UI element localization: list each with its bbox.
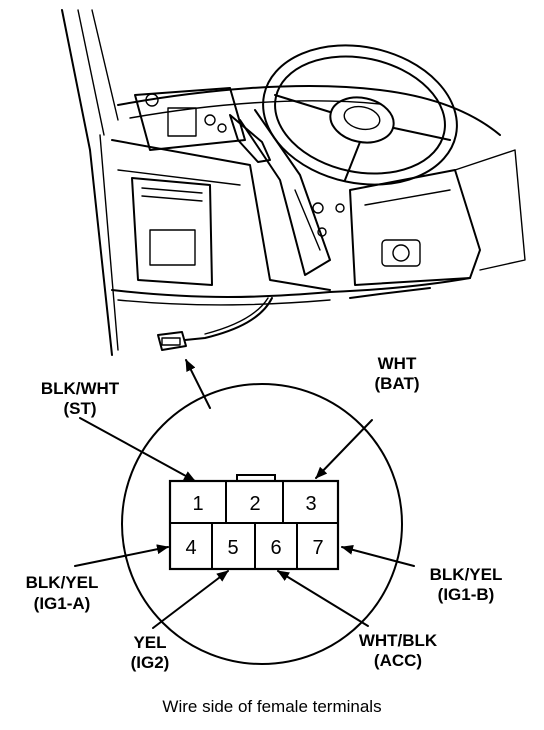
arrow-blk-wht [79,417,196,482]
arrow-wht-blk [277,570,369,627]
terminal-7: 7 [312,537,323,559]
label-blk-wht-circuit: (ST) [63,399,96,418]
terminal-5: 5 [227,537,238,559]
label-wht-circuit: (BAT) [375,374,420,393]
terminal-4: 4 [185,537,196,559]
label-blk-yel-right-circuit: (IG1-B) [438,585,495,604]
connector-face: 1 2 3 4 5 6 7 [168,474,340,571]
label-wht: WHT (BAT) [375,354,420,393]
arrow-blk-yel-right [341,544,415,567]
arrow-yel [152,570,229,629]
label-blk-yel-left-wire: BLK/YEL [26,573,99,592]
label-yel: YEL (IG2) [131,633,170,672]
label-blk-yel-left-circuit: (IG1-A) [34,594,91,613]
label-wht-wire: WHT [378,354,417,373]
label-blk-wht: BLK/WHT (ST) [41,379,120,418]
label-yel-wire: YEL [133,633,166,652]
caption: Wire side of female terminals [162,697,381,716]
label-wht-blk: WHT/BLK (ACC) [359,631,438,670]
dashboard-illustration [61,9,526,356]
label-blk-yel-right-wire: BLK/YEL [430,565,503,584]
label-wht-blk-circuit: (ACC) [374,651,422,670]
terminal-2: 2 [249,493,260,515]
terminal-1: 1 [192,493,203,515]
label-yel-circuit: (IG2) [131,653,170,672]
label-blk-wht-wire: BLK/WHT [41,379,120,398]
terminal-6: 6 [270,537,281,559]
zoom-circle [121,383,403,665]
label-blk-yel-left: BLK/YEL (IG1-A) [26,573,99,613]
label-blk-yel-right: BLK/YEL (IG1-B) [430,565,503,604]
label-wht-blk-wire: WHT/BLK [359,631,438,650]
terminal-3: 3 [305,493,316,515]
connector-pointer-arrow [185,359,211,409]
arrow-wht [315,419,373,479]
arrow-blk-yel-left [74,544,169,567]
